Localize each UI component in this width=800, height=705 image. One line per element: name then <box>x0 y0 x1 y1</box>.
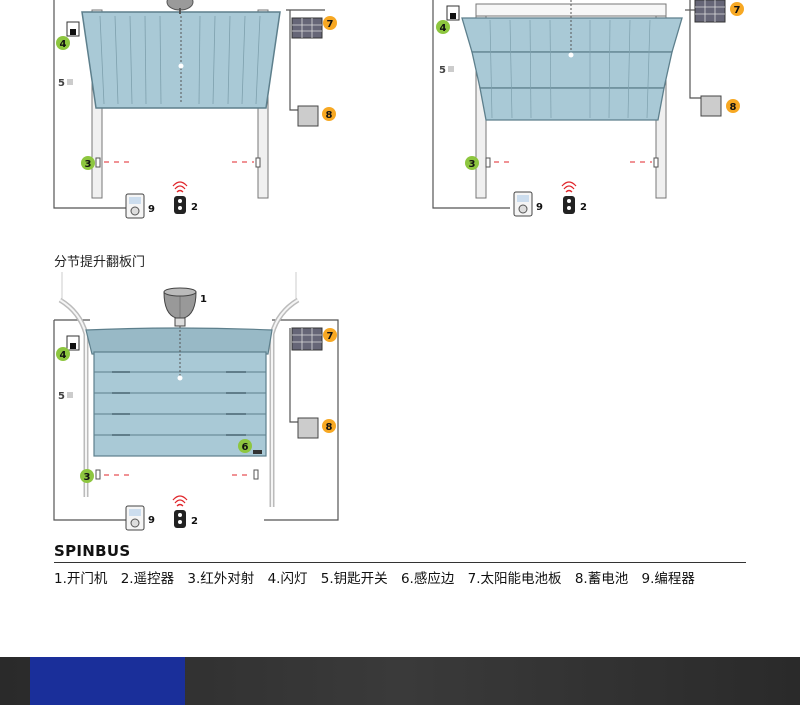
marker-8 <box>322 419 336 433</box>
safety-edge-sensor <box>253 450 262 454</box>
marker-4 <box>436 20 450 34</box>
legend-item: 9.编程器 <box>641 571 695 587</box>
svg-text:4: 4 <box>60 350 67 361</box>
door-sections <box>461 17 683 121</box>
solar-panel <box>291 327 323 351</box>
photocell-right <box>653 157 659 168</box>
divider <box>54 562 746 563</box>
photocell-left <box>95 469 101 480</box>
legend-item: 8.蓄电池 <box>574 571 629 587</box>
svg-text:7: 7 <box>734 5 741 16</box>
marker-4 <box>56 36 70 50</box>
marker-6 <box>238 439 252 453</box>
door-handle <box>178 63 184 69</box>
radio-wave-icon <box>172 495 188 507</box>
remote-control <box>563 196 575 214</box>
programmer-device <box>513 191 533 217</box>
legend-item: 6.感应边 <box>400 571 455 587</box>
svg-text:8: 8 <box>730 102 737 113</box>
svg-text:7: 7 <box>327 331 334 342</box>
legend-item: 2.遥控器 <box>120 571 175 587</box>
remote-label: 2 <box>191 516 198 527</box>
door-handle <box>177 375 183 381</box>
marker-7 <box>323 328 337 342</box>
solar-panel <box>694 0 726 23</box>
diagram-sectional-door: 1 4 5 7 8 6 3 9 2 <box>53 272 339 531</box>
key-switch-label: 5 <box>439 65 446 76</box>
legend-item: 4.闪灯 <box>267 571 308 587</box>
marker-3 <box>80 469 94 483</box>
programmer-device <box>125 193 145 219</box>
door-ribs <box>99 15 261 105</box>
svg-text:6: 6 <box>242 442 249 453</box>
radio-wave-icon <box>172 181 188 193</box>
key-switch-label: 5 <box>58 78 65 89</box>
radio-wave-icon <box>561 181 577 193</box>
diagram-folding-door: 4 5 7 8 3 9 2 <box>432 0 744 217</box>
remote-control <box>174 196 186 214</box>
rail-right <box>269 297 300 507</box>
diagram-tilt-door: 4 5 7 8 3 9 2 <box>53 0 337 219</box>
marker-4 <box>56 347 70 361</box>
door-panel <box>93 351 267 457</box>
legend-item: 7.太阳能电池板 <box>467 571 562 587</box>
svg-text:4: 4 <box>440 23 447 34</box>
flashing-light <box>446 5 460 21</box>
svg-text:7: 7 <box>327 19 334 30</box>
marker-8 <box>322 107 336 121</box>
door-top-section <box>85 327 273 355</box>
svg-text:8: 8 <box>326 422 333 433</box>
svg-text:4: 4 <box>60 39 67 50</box>
key-switch-icon <box>67 79 73 85</box>
door-ribs <box>489 19 651 119</box>
flashing-light <box>66 335 80 351</box>
battery-box <box>297 105 319 127</box>
photocell-left <box>485 157 491 168</box>
section-title: 分节提升翻板门 <box>54 255 146 270</box>
marker-7 <box>323 16 337 30</box>
component-legend: 1.开门机 2.遥控器 3.红外对射 4.闪灯 5.钥匙开关 6.感应边 7.太… <box>54 567 704 587</box>
rail-left <box>58 297 89 497</box>
footer-accent-block <box>30 657 185 705</box>
remote-label: 2 <box>191 202 198 213</box>
motor-label: 1 <box>200 294 207 305</box>
wall-outline <box>432 0 705 209</box>
legend-item: 5.钥匙开关 <box>320 571 388 587</box>
marker-8 <box>726 99 740 113</box>
photocell-right <box>255 157 261 168</box>
legend-item: 3.红外对射 <box>187 571 255 587</box>
programmer-label: 9 <box>148 515 155 526</box>
door-handle <box>568 52 574 58</box>
programmer-label: 9 <box>148 204 155 215</box>
remote-control <box>174 510 186 528</box>
wall-outline <box>53 0 325 209</box>
photocell-right <box>253 469 259 480</box>
remote-label: 2 <box>580 202 587 213</box>
key-switch-icon <box>448 66 454 72</box>
key-switch-icon <box>67 392 73 398</box>
marker-3 <box>81 156 95 170</box>
programmer-label: 9 <box>536 202 543 213</box>
wall-outline <box>53 319 339 521</box>
flashing-light <box>66 21 80 37</box>
photocell-left <box>95 157 101 168</box>
svg-text:3: 3 <box>84 472 91 483</box>
svg-text:3: 3 <box>469 159 476 170</box>
footer-bar <box>0 657 800 705</box>
svg-text:8: 8 <box>326 110 333 121</box>
svg-text:3: 3 <box>85 159 92 170</box>
marker-3 <box>465 156 479 170</box>
marker-7 <box>730 2 744 16</box>
brand-title: SPINBUS <box>54 542 131 560</box>
battery-box <box>700 95 722 117</box>
key-switch-label: 5 <box>58 391 65 402</box>
battery-box <box>297 417 319 439</box>
programmer-device <box>125 505 145 531</box>
solar-panel <box>291 17 323 39</box>
door-section-grooves <box>112 371 246 436</box>
legend-item: 1.开门机 <box>54 571 108 587</box>
motor-unit <box>163 287 197 327</box>
